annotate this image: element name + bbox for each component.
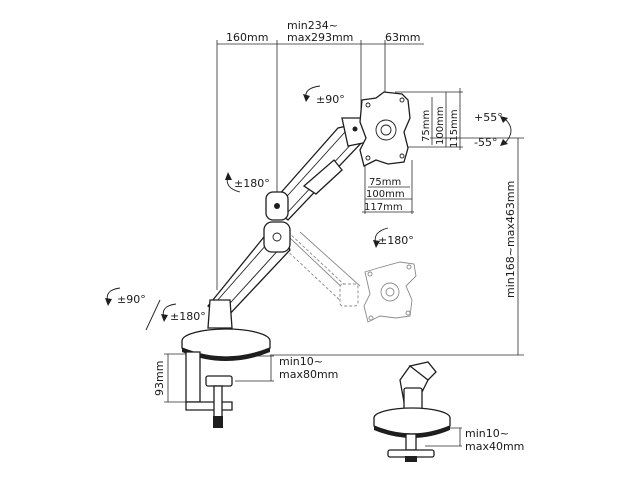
- desk-clamp: [185, 351, 233, 428]
- clamp-range-label-line1: min10~: [279, 355, 323, 368]
- base-arm-swivel-label: ±180°: [170, 310, 206, 323]
- vesa-side-115-label: 115mm: [449, 109, 460, 148]
- head-swivel-label: ±90°: [316, 93, 345, 106]
- vesa-bottom-75-label: 75mm: [369, 177, 401, 188]
- arm-swivel-label: ±180°: [234, 177, 270, 190]
- grommet-range-label-line1: min10~: [465, 427, 509, 440]
- curved-arrow-icon: [225, 172, 241, 193]
- vesa-side-75-label: 75mm: [421, 110, 432, 142]
- curved-arrow-icon: [161, 303, 177, 322]
- reach-min-label: 160mm: [226, 31, 268, 44]
- vesa-bottom-117-label: 117mm: [364, 202, 403, 213]
- separator-slash: [145, 299, 161, 331]
- vesa-plate: [359, 91, 411, 167]
- vesa-bottom-100-label: 100mm: [366, 189, 405, 200]
- grommet-range-label-line2: max40mm: [465, 440, 524, 453]
- clamp-range-label-line2: max80mm: [279, 368, 338, 381]
- base-swivel-label: ±90°: [117, 293, 146, 306]
- tilt-down-label: -55°: [474, 136, 497, 149]
- reach-range-label-line1: min234~: [287, 19, 338, 32]
- grommet-mount-inset: [373, 361, 451, 462]
- curved-arrow-icon: [303, 85, 321, 102]
- ghost-vesa-plate: [363, 261, 417, 323]
- base-height-label: 93mm: [153, 361, 166, 396]
- tilt-up-label: +55°: [474, 111, 503, 124]
- monitor-arm: [181, 91, 411, 428]
- plate-offset-label: 63mm: [385, 31, 420, 44]
- height-range-label: min168~max463mm: [504, 181, 517, 298]
- vesa-side-100-label: 100mm: [435, 106, 446, 145]
- dimension-labels: 160mm min234~ max293mm 63mm 75mm 100mm 1…: [153, 19, 524, 453]
- reach-range-label-line2: max293mm: [287, 31, 353, 44]
- tilt-arrow-icon: [500, 116, 512, 146]
- curved-arrow-icon: [105, 287, 121, 306]
- rotation-labels: ±90° ±180° ±180° +55° -55° ±90° ±180°: [117, 93, 503, 323]
- monitor-rotation-label: ±180°: [378, 234, 414, 247]
- curved-arrow-icon: [373, 227, 389, 248]
